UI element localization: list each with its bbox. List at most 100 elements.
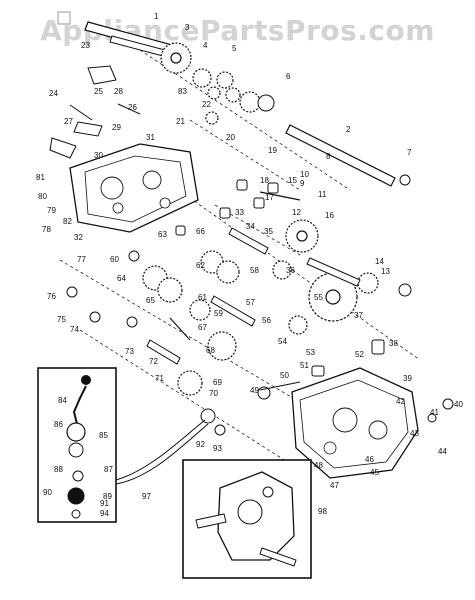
part-label-54: 54 — [278, 337, 287, 346]
pin-26 — [69, 104, 93, 121]
part-label-22: 22 — [202, 100, 211, 109]
bearing-51 — [311, 365, 325, 377]
watermark-logo-icon — [57, 11, 71, 25]
part-label-60: 60 — [110, 255, 119, 264]
gear-68 — [207, 331, 237, 361]
shaft-57 — [210, 295, 256, 327]
washer-12 — [398, 283, 412, 297]
part-label-84: 84 — [58, 396, 67, 405]
part-label-64: 64 — [117, 274, 126, 283]
part-label-12: 12 — [292, 208, 301, 217]
washer-53 — [128, 250, 140, 262]
part-label-2: 2 — [346, 125, 351, 134]
part-label-67: 67 — [198, 323, 207, 332]
part-label-53: 53 — [306, 348, 315, 357]
seal-7 — [399, 174, 411, 186]
part-label-30: 30 — [94, 151, 103, 160]
part-label-36: 36 — [286, 266, 295, 275]
part-label-66: 66 — [196, 227, 205, 236]
part-label-94: 94 — [100, 509, 109, 518]
bearing-18 — [236, 179, 248, 191]
part-label-23: 23 — [81, 41, 90, 50]
part-label-89: 89 — [103, 492, 112, 501]
part-label-31: 31 — [146, 133, 155, 142]
part-label-97: 97 — [142, 492, 151, 501]
arm-30 — [49, 137, 77, 159]
part-label-65: 65 — [146, 296, 155, 305]
part-label-61: 61 — [198, 293, 207, 302]
part-label-11: 11 — [318, 190, 327, 199]
bearing-35 — [219, 207, 231, 219]
lever-11 — [259, 191, 301, 201]
part-label-68: 68 — [206, 346, 215, 355]
part-label-13: 13 — [381, 267, 390, 276]
part-label-15: 15 — [288, 176, 297, 185]
main-transmission-housing — [259, 367, 419, 479]
part-label-34: 34 — [246, 222, 255, 231]
bevel-gear-5 — [216, 71, 234, 89]
part-label-20: 20 — [226, 133, 235, 142]
brake-linkage-parts — [49, 65, 301, 341]
washer-93 — [214, 424, 226, 436]
gears — [142, 42, 379, 396]
shaft-71 — [146, 339, 181, 365]
part-label-62: 62 — [196, 261, 205, 270]
part-label-33: 33 — [235, 208, 244, 217]
part-label-80: 80 — [38, 192, 47, 201]
part-label-32: 32 — [74, 233, 83, 242]
part-label-85: 85 — [99, 431, 108, 440]
part-label-71: 71 — [155, 374, 164, 383]
part-label-90: 90 — [43, 488, 52, 497]
part-label-55: 55 — [314, 293, 323, 302]
gear-21 — [205, 111, 219, 125]
washer-70 — [126, 316, 138, 328]
bearing-15 — [267, 182, 279, 194]
gear-59 — [189, 299, 211, 321]
pin-67 — [169, 317, 191, 341]
splined-shafts — [146, 227, 361, 365]
washer-76 — [66, 286, 78, 298]
gear-69 — [177, 370, 203, 396]
part-label-21: 21 — [176, 117, 185, 126]
shaft-14 — [306, 257, 361, 287]
inset-97-shift-assembly — [37, 367, 209, 523]
bearing-17 — [253, 197, 265, 209]
part-label-6: 6 — [286, 72, 291, 81]
bearing-63 — [175, 225, 186, 236]
part-label-92: 92 — [196, 440, 205, 449]
part-label-86: 86 — [54, 420, 63, 429]
output-shaft — [285, 124, 396, 187]
part-label-57: 57 — [246, 298, 255, 307]
part-label-93: 93 — [213, 444, 222, 453]
part-label-5: 5 — [232, 44, 237, 53]
part-label-78: 78 — [42, 225, 51, 234]
gear-13 — [357, 272, 379, 294]
part-label-47: 47 — [330, 481, 339, 490]
part-label-58: 58 — [250, 266, 259, 275]
part-label-70: 70 — [209, 389, 218, 398]
part-label-45: 45 — [370, 468, 379, 477]
part-label-50: 50 — [280, 371, 289, 380]
part-label-82: 82 — [63, 217, 72, 226]
part-label-3: 3 — [185, 23, 190, 32]
part-label-25: 25 — [94, 87, 103, 96]
gear-22 — [207, 86, 221, 100]
bearings — [66, 94, 454, 436]
part-label-98: 98 — [318, 507, 327, 516]
part-label-75: 75 — [57, 315, 66, 324]
part-label-56: 56 — [262, 316, 271, 325]
gear-65 — [157, 277, 183, 303]
part-label-88: 88 — [54, 465, 63, 474]
part-label-52: 52 — [355, 350, 364, 359]
part-label-27: 27 — [64, 117, 73, 126]
part-label-74: 74 — [70, 325, 79, 334]
part-label-39: 39 — [403, 374, 412, 383]
gear-6 — [239, 91, 261, 113]
part-label-79: 79 — [47, 206, 56, 215]
part-label-16: 16 — [325, 211, 334, 220]
part-label-41: 41 — [430, 408, 439, 417]
small-gear-4 — [192, 68, 212, 88]
part-label-49: 49 — [250, 386, 259, 395]
part-label-87: 87 — [104, 465, 113, 474]
